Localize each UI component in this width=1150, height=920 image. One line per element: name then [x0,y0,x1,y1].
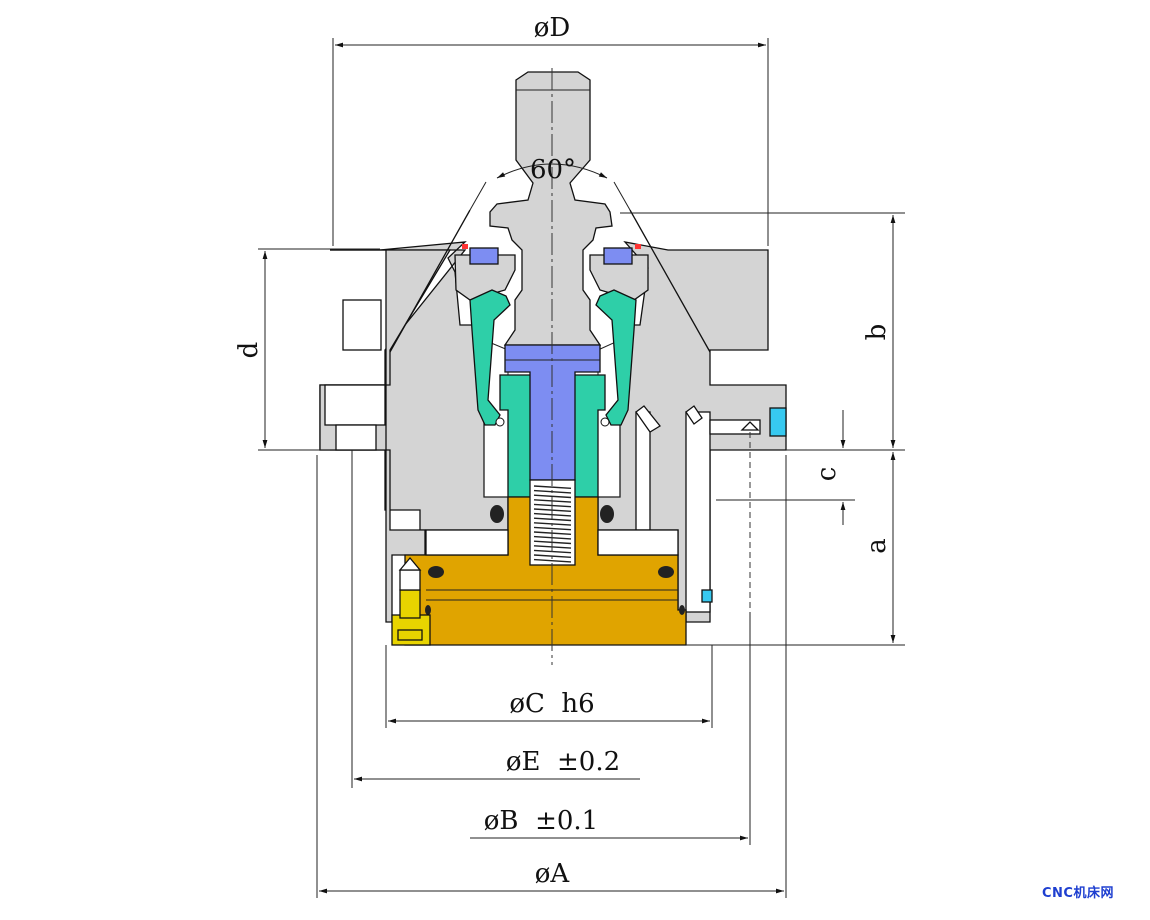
left-bolt-bore [342,299,382,351]
label-dia-D: øD [534,13,571,43]
spring-coil [533,526,572,531]
label-dia-C: øC h6 [509,689,594,719]
label-d: d [234,342,264,359]
spring-coil [533,517,572,522]
pull-stud [489,71,613,346]
spring-coil [533,558,572,563]
label-c: c [812,467,842,482]
air-fitting [635,405,787,612]
cone-lines [389,181,711,353]
extension-lines [258,38,905,898]
dimension-lines [262,42,896,894]
label-dia-B: øB ±0.1 [484,806,598,836]
collet-left [469,289,511,426]
angle-arc [496,163,608,179]
dimension-labels: øD 60° b d c a øC h6 øE ±0.2 øB ±0.1 øA [234,13,892,889]
bottom-bolt [391,556,431,646]
label-angle: 60° [530,155,576,185]
spring-coil [533,494,572,499]
top-retainer [454,244,649,301]
piston [404,496,687,646]
collet-right [595,289,637,426]
watermark-logo: CNC机床网 [1042,886,1114,901]
label-dia-A: øA [535,859,571,889]
spring-coil [533,485,572,489]
label-dia-E: øE ±0.2 [506,747,620,777]
left-seal-blue [469,247,499,265]
label-b: b [862,324,892,341]
label-a: a [862,538,892,554]
right-seal-blue [603,247,633,265]
o-rings [425,417,685,615]
housing-left [319,249,452,623]
right-port-bore [685,411,711,613]
